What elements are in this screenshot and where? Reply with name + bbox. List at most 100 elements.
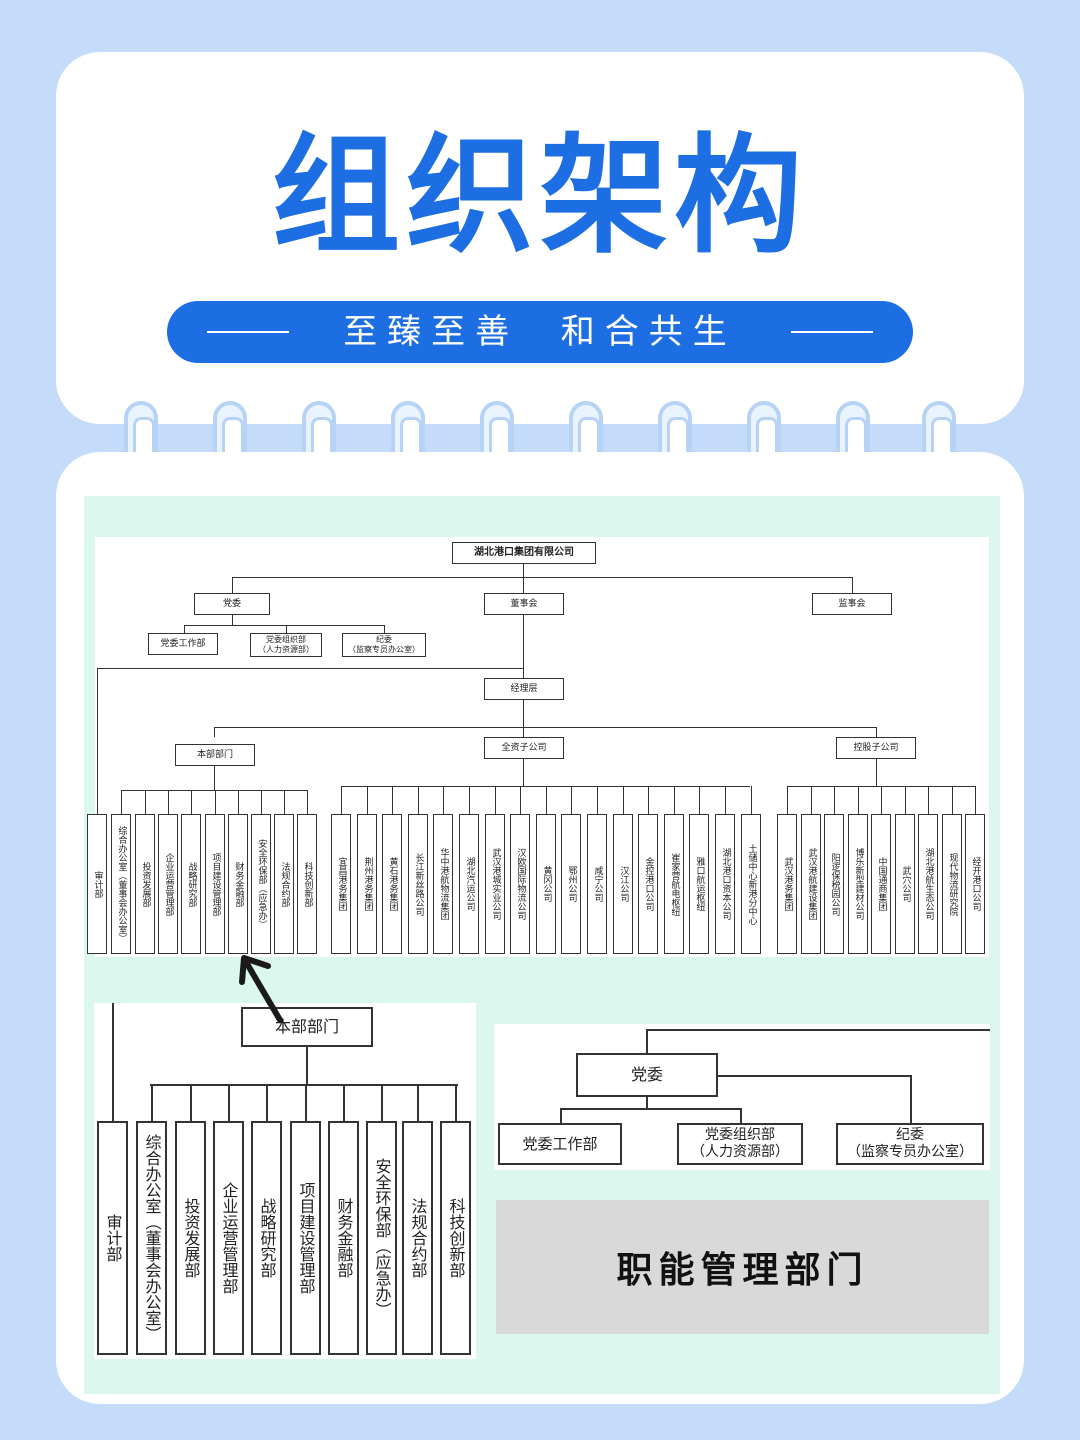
- slogan-dash-left: [207, 331, 289, 333]
- connector-line: [232, 577, 852, 578]
- zoom-party-org-dept: 党委组织部 （人力资源部）: [677, 1123, 803, 1165]
- connector-line: [443, 786, 444, 814]
- pointer-arrow-icon: [239, 955, 283, 1023]
- holding-company-node: 武穴公司: [895, 814, 915, 954]
- connector-line: [238, 790, 239, 814]
- zoom-hq-dept-node: 投资发展部: [175, 1121, 206, 1355]
- hq-dept-node: 战略研究部: [181, 814, 201, 954]
- connector-line: [646, 1029, 648, 1053]
- zoom-hq-dept-node: 科技创新部: [440, 1121, 471, 1355]
- connector-line: [214, 727, 876, 728]
- connector-line: [905, 786, 906, 814]
- party-committee-node: 党委: [194, 593, 270, 615]
- connector-line: [928, 786, 929, 814]
- wholly-owned-company-node: 雅口航运枢纽: [689, 814, 709, 954]
- wholly-owned-company-node: 宜昌港务集团: [331, 814, 351, 954]
- connector-line: [834, 786, 835, 814]
- wholly-owned-company-node: 华中港航物流集团: [433, 814, 453, 954]
- connector-line: [646, 1029, 990, 1031]
- wholly-owned-node: 全资子公司: [484, 737, 564, 759]
- zoom-hq-dept-node: 法规合约部: [402, 1121, 433, 1355]
- connector-line: [307, 790, 308, 814]
- hq-dept-node: 财务金融部: [228, 814, 248, 954]
- connector-line: [523, 564, 524, 577]
- connector-line: [975, 786, 976, 814]
- connector-line: [284, 790, 285, 814]
- connector-line: [876, 759, 877, 786]
- wholly-owned-company-node: 咸宁公司: [587, 814, 607, 954]
- connector-line: [392, 786, 393, 814]
- connector-line: [341, 786, 342, 814]
- wholly-owned-company-node: 长江新丝路公司: [408, 814, 428, 954]
- connector-line: [367, 786, 368, 814]
- connector-line: [145, 790, 146, 814]
- header-card: 组织架构 至臻至善 和合共生: [56, 52, 1024, 424]
- wholly-owned-company-node: 汉欧国际物流公司: [510, 814, 530, 954]
- connector-line: [190, 1084, 192, 1121]
- connector-line: [646, 1097, 648, 1109]
- holding-company-node: 现代物流研究院: [942, 814, 962, 954]
- connector-line: [623, 786, 624, 814]
- slogan-dash-right: [791, 331, 873, 333]
- hq-dept-node: 法规合约部: [274, 814, 294, 954]
- connector-line: [520, 786, 521, 814]
- zoom-party-work-dept: 党委工作部: [498, 1123, 622, 1165]
- connector-line: [151, 1084, 153, 1121]
- connector-line: [560, 1108, 742, 1110]
- hq-dept-node: 综合办公室（董事会办公室）: [111, 814, 131, 954]
- connector-line: [852, 577, 853, 593]
- holding-company-node: 武汉港务集团: [777, 814, 797, 954]
- connector-line: [215, 790, 216, 814]
- wholly-owned-company-node: 汉江公司: [613, 814, 633, 954]
- holding-node: 控股子公司: [836, 737, 916, 759]
- zoom-hq-dept-node: 战略研究部: [251, 1121, 282, 1355]
- connector-line: [343, 1084, 345, 1121]
- connector-line: [811, 786, 812, 814]
- connector-line: [150, 1084, 458, 1086]
- connector-line: [168, 790, 169, 814]
- connector-line: [191, 790, 192, 814]
- hq-dept-node: 科技创新部: [297, 814, 317, 954]
- connector-line: [381, 1084, 383, 1121]
- connector-line: [97, 668, 98, 814]
- connector-line: [232, 577, 233, 593]
- connector-line: [718, 1075, 910, 1077]
- zoom-hq-dept-node: 安全环保部（应急办）: [366, 1121, 397, 1355]
- wholly-owned-company-node: 荆州港务集团: [357, 814, 377, 954]
- holding-company-node: 武汉港航建设集团: [801, 814, 821, 954]
- page-title: 组织架构: [271, 122, 808, 271]
- party-work-dept-node: 党委工作部: [148, 633, 218, 655]
- holding-company-node: 博乐新型建材公司: [848, 814, 868, 954]
- holding-company-node: 中国通商集团: [871, 814, 891, 954]
- connector-line: [184, 625, 185, 633]
- wholly-owned-company-node: 湖北港口资本公司: [715, 814, 735, 954]
- connector-line: [306, 1047, 308, 1085]
- zoom-hq-dept-node: 项目建设管理部: [290, 1121, 321, 1355]
- connector-line: [121, 790, 122, 814]
- zoom-hq-title: 本部部门: [241, 1007, 373, 1047]
- discipline-committee-node: 纪委 （监察专员办公室）: [342, 633, 426, 657]
- slogan-text: 至臻至善 和合共生: [343, 312, 737, 352]
- connector-line: [740, 1108, 742, 1123]
- connector-line: [523, 700, 524, 727]
- connector-line: [495, 786, 496, 814]
- hq-departments-node: 本部部门: [175, 744, 255, 766]
- connector-line: [121, 790, 307, 791]
- connector-line: [469, 786, 470, 814]
- connector-line: [910, 1075, 912, 1123]
- connector-line: [417, 1084, 419, 1121]
- function-label: 职能管理部门: [496, 1200, 989, 1334]
- connector-line: [725, 786, 726, 814]
- connector-line: [305, 1084, 307, 1121]
- audit-node: 审计部: [87, 814, 107, 954]
- hq-dept-node: 安全环保部（应急办）: [251, 814, 271, 954]
- connector-line: [560, 1108, 562, 1123]
- slogan-banner: 至臻至善 和合共生: [167, 301, 913, 363]
- connector-line: [952, 786, 953, 814]
- connector-line: [232, 615, 233, 625]
- wholly-owned-company-node: 湖北汽运公司: [459, 814, 479, 954]
- hq-dept-node: 投资发展部: [135, 814, 155, 954]
- connector-line: [214, 727, 215, 737]
- wholly-owned-company-node: 黄石港务集团: [382, 814, 402, 954]
- holding-company-node: 经开港口公司: [965, 814, 985, 954]
